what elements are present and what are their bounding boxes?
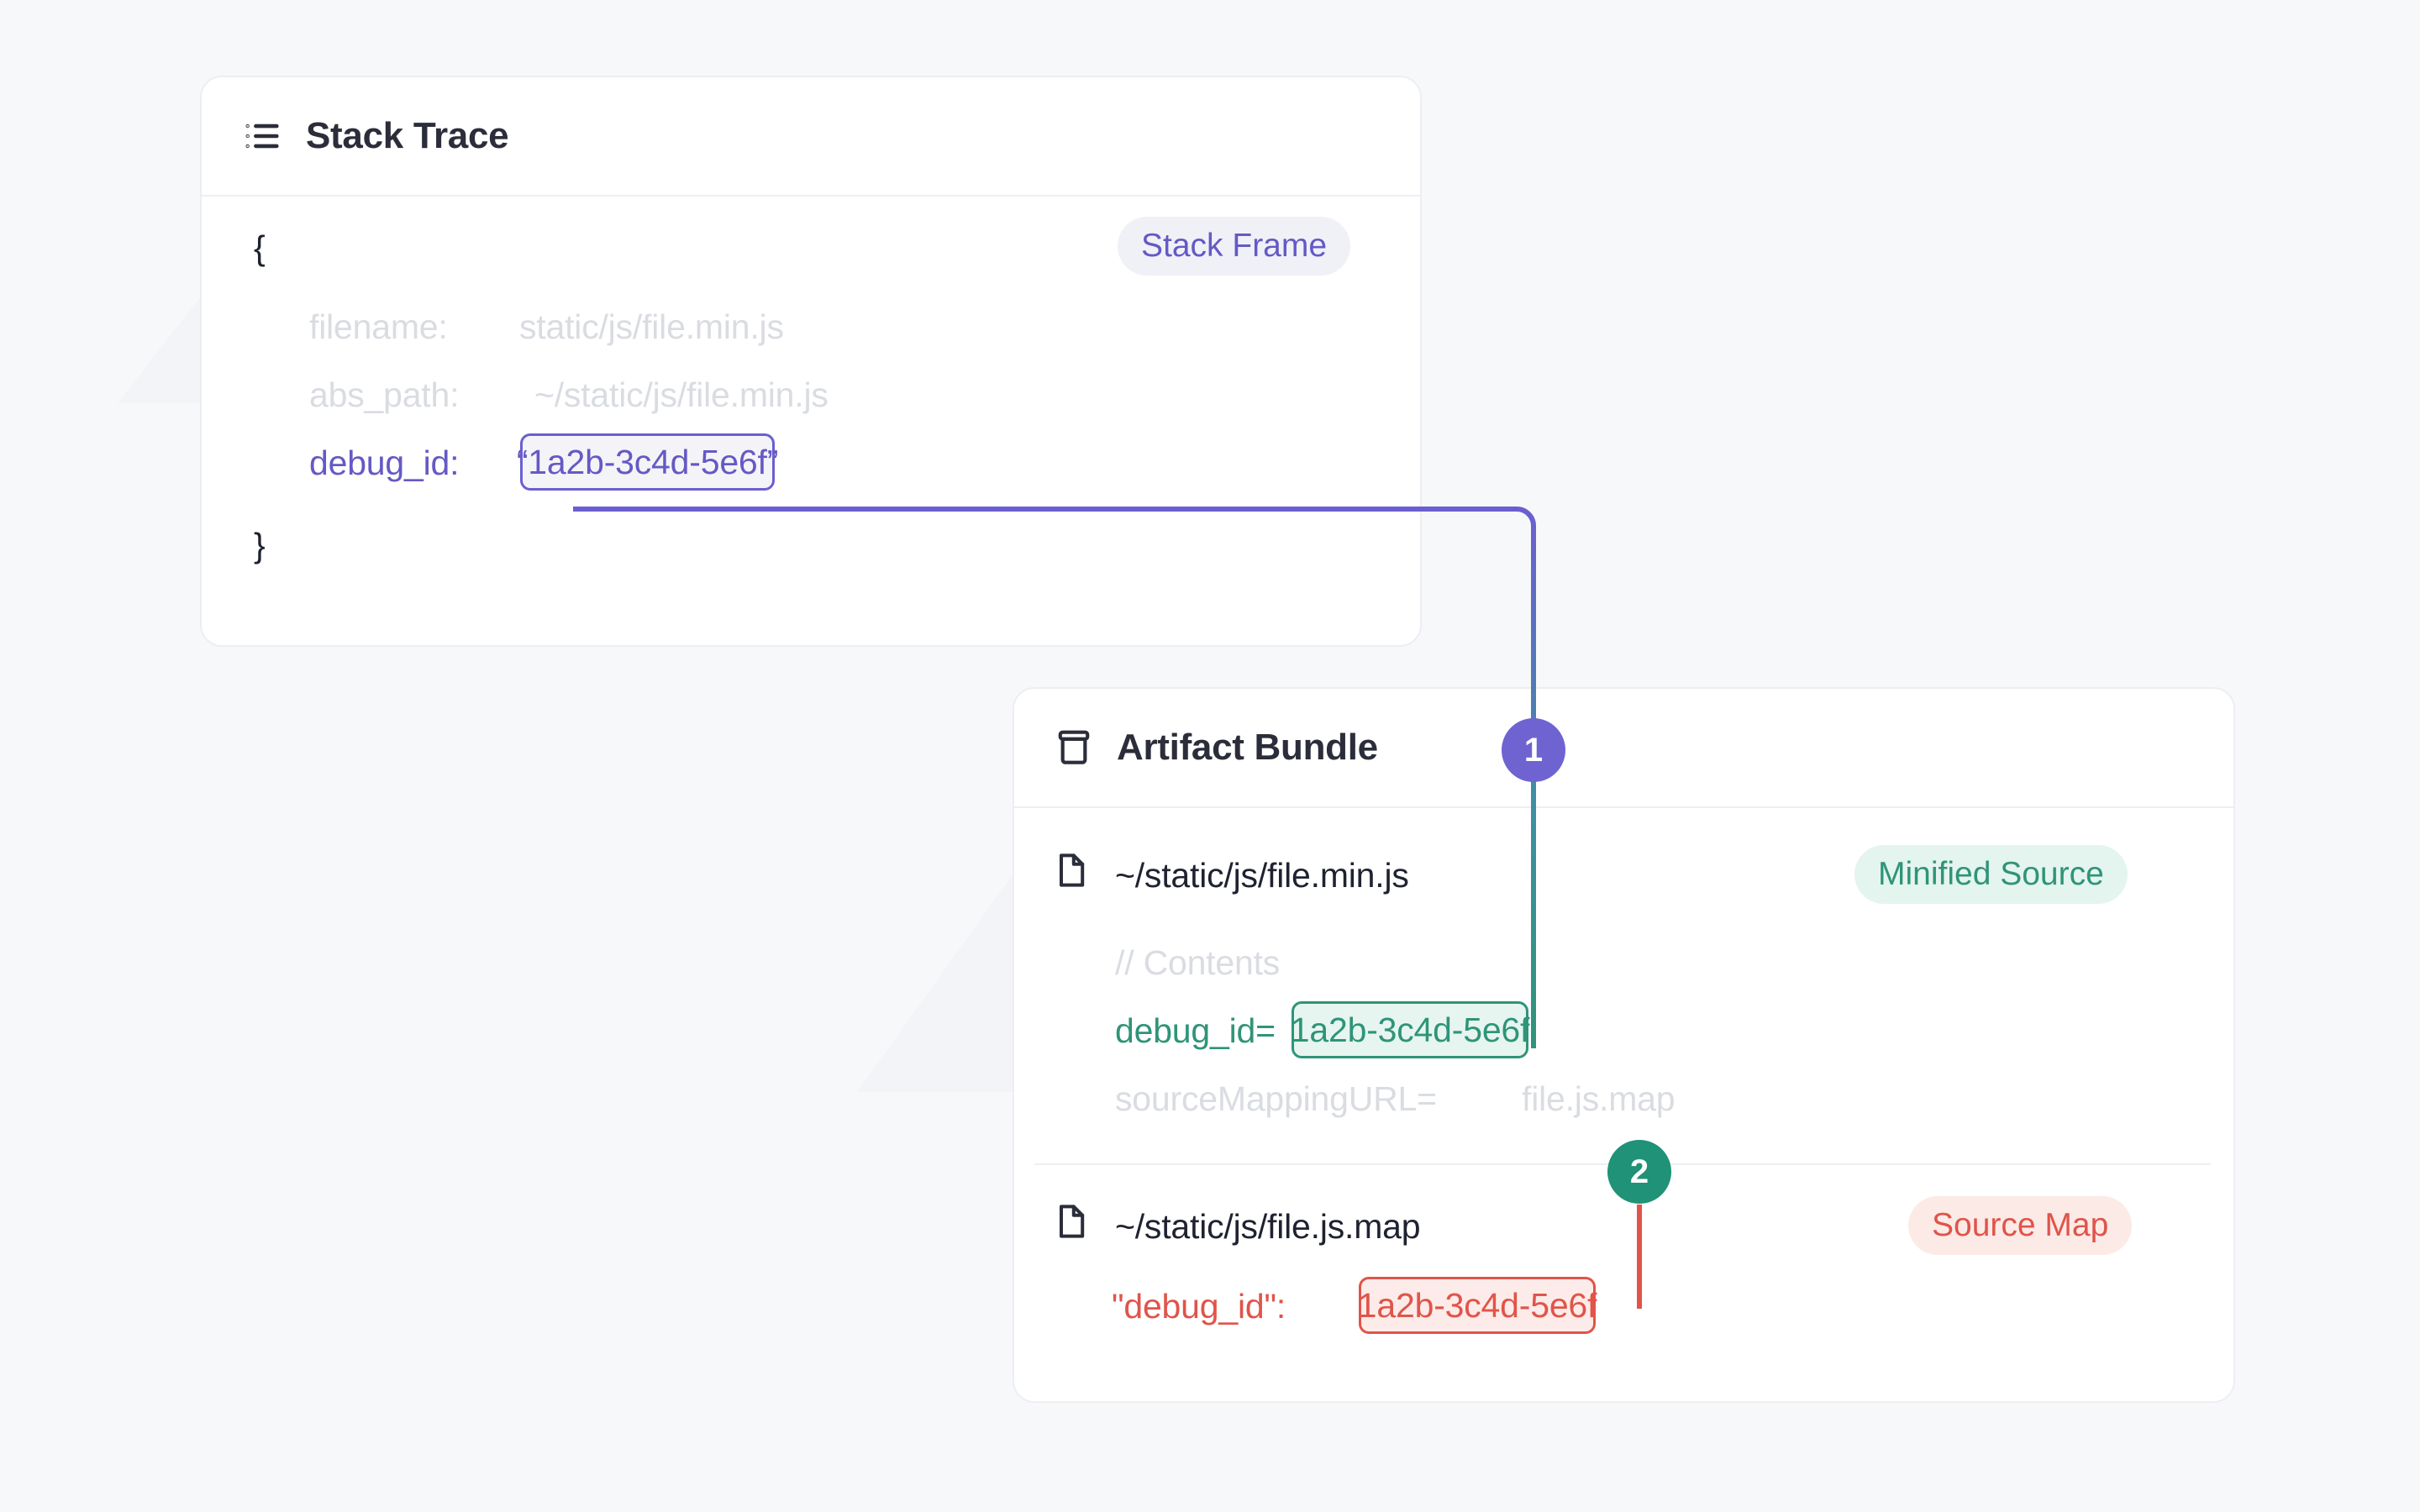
stack-trace-card: Stack Trace { Stack Frame filename: stat… — [200, 76, 1422, 647]
minified-debug-id-value[interactable]: 1a2b-3c4d-5e6f — [1291, 1001, 1529, 1058]
brace-open: { — [254, 228, 266, 267]
minified-source-badge: Minified Source — [1854, 845, 2128, 904]
file-icon — [1060, 1205, 1085, 1238]
stack-trace-header: Stack Trace — [202, 77, 1420, 197]
artifact-bundle-title: Artifact Bundle — [1117, 727, 1378, 768]
step-badge-1: 1 — [1502, 718, 1565, 782]
filename-value: static/js/file.min.js — [519, 307, 784, 346]
stack-trace-debug-id-key: debug_id: — [309, 444, 460, 482]
artifact-bundle-card: Artifact Bundle ~/static/js/file.min.js … — [1013, 687, 2235, 1403]
source-mapping-url-value: file.js.map — [1522, 1079, 1676, 1118]
minified-debug-id-key: debug_id= — [1115, 1011, 1276, 1050]
step-badge-2: 2 — [1607, 1140, 1671, 1204]
source-map-debug-id-value[interactable]: 1a2b-3c4d-5e6f — [1358, 1277, 1597, 1334]
file-name-minified[interactable]: ~/static/js/file.min.js — [1115, 856, 1409, 895]
stack-trace-debug-id-value[interactable]: “1a2b-3c4d-5e6f” — [517, 433, 778, 491]
filename-key: filename: — [309, 307, 448, 346]
list-icon — [245, 123, 279, 149]
file-name-source-map[interactable]: ~/static/js/file.js.map — [1115, 1207, 1421, 1246]
source-map-debug-id-key: "debug_id": — [1112, 1287, 1286, 1326]
abs-path-key: abs_path: — [309, 375, 460, 414]
stack-frame-badge: Stack Frame — [1118, 217, 1351, 276]
archive-box-icon — [1058, 730, 1090, 764]
brace-close: } — [254, 526, 266, 564]
contents-comment: // Contents — [1115, 943, 1281, 982]
file-icon — [1060, 853, 1085, 887]
stack-trace-title: Stack Trace — [306, 115, 509, 156]
artifact-bundle-header: Artifact Bundle — [1014, 689, 2233, 808]
abs-path-value: ~/static/js/file.min.js — [534, 375, 829, 414]
source-map-badge: Source Map — [1908, 1196, 2133, 1255]
source-mapping-url-key: sourceMappingURL= — [1115, 1079, 1437, 1118]
